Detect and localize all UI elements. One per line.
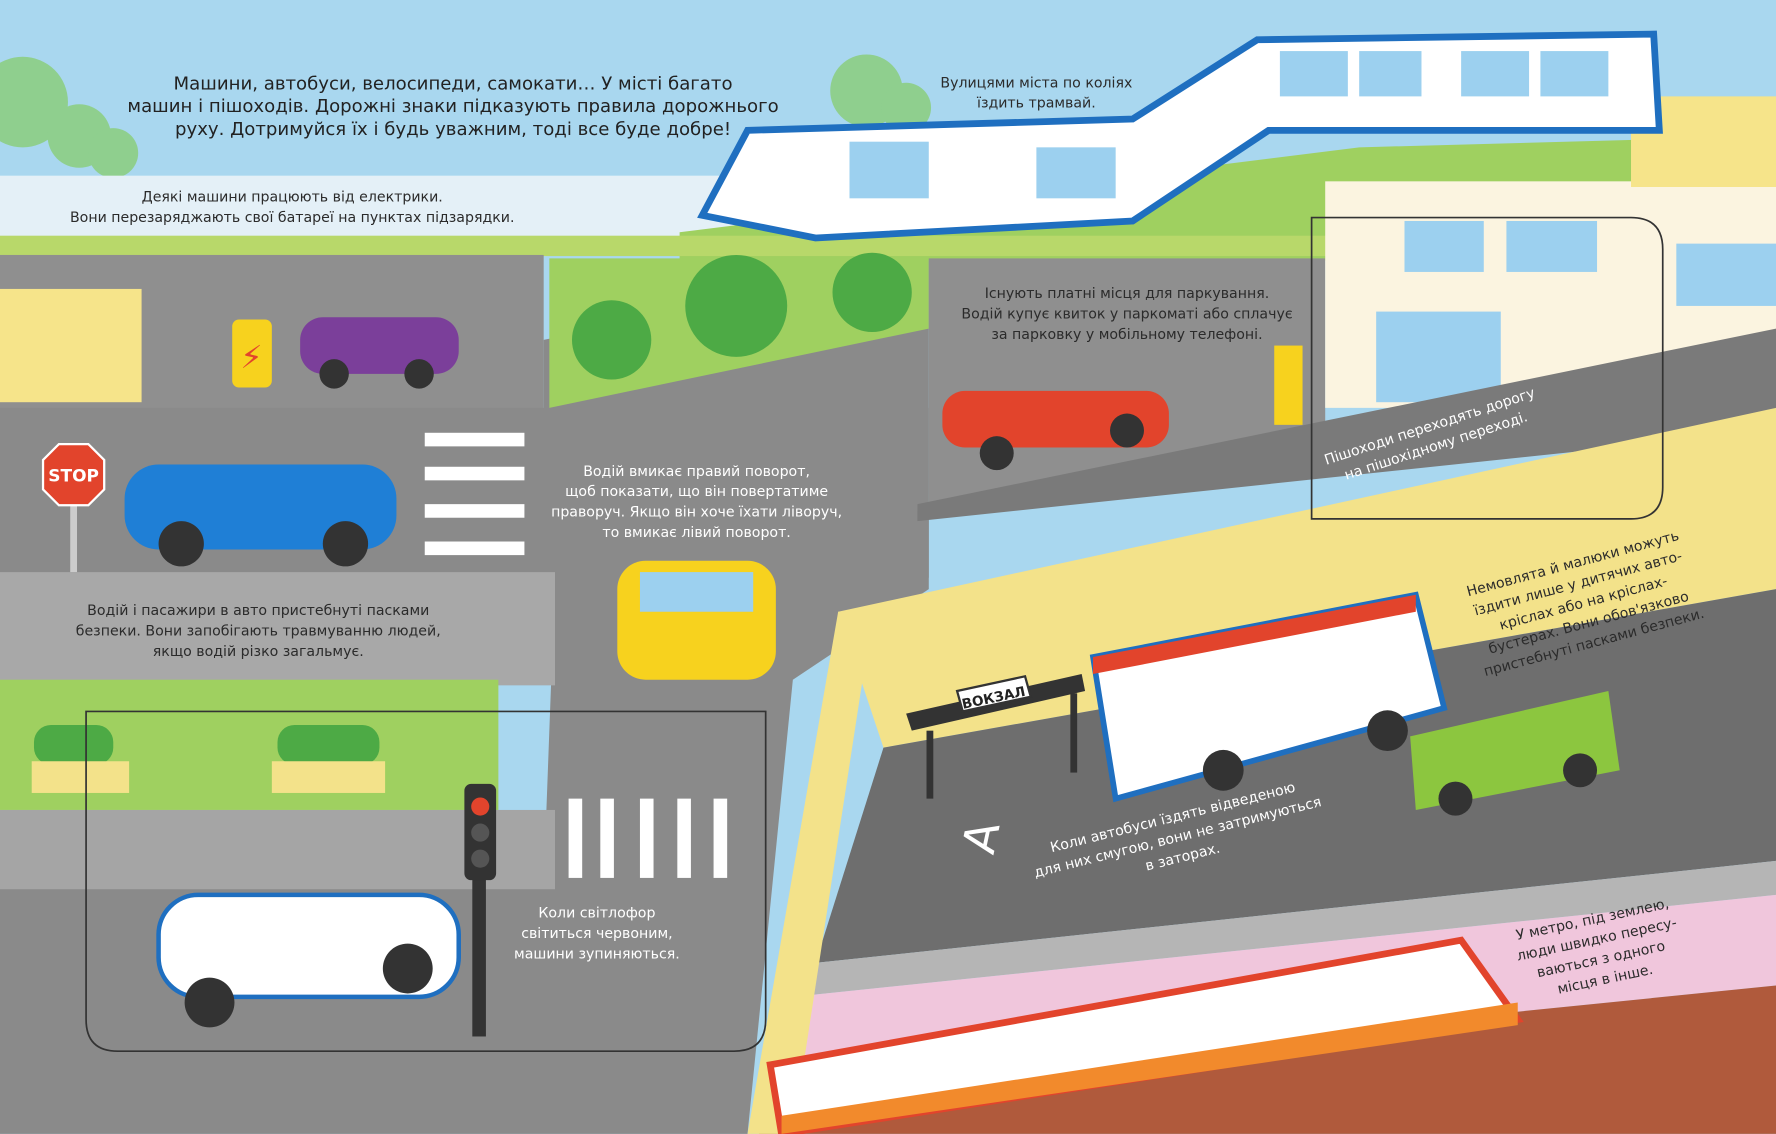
road-upper-right: [917, 328, 1776, 522]
flap-outline: [85, 710, 767, 1053]
yellow-car: [617, 560, 776, 680]
traffic-light: [464, 783, 497, 1037]
caption-line: Водій вмикає правий поворот,: [583, 464, 810, 480]
charger-bolt-icon: ⚡: [240, 340, 262, 376]
caption-turn-signal: Водій вмикає правий поворот, щоб показат…: [551, 464, 842, 541]
caption-line: їздить трамвай.: [976, 96, 1096, 112]
caption-tram: Вулицями міста по коліях їздить трамвай.: [940, 75, 1132, 111]
metro-train: [766, 936, 1524, 1134]
intro-line: машин і пішоходів. Дорожні знаки підказу…: [127, 96, 778, 117]
red-convertible: [942, 390, 1169, 471]
caption-line: Деякі машини працюють від електрики.: [142, 190, 443, 206]
overpass-wall: [838, 407, 1776, 748]
light-band: [0, 175, 737, 238]
caption-line: за парковку у мобільному телефоні.: [991, 327, 1262, 343]
caption-line: Водій і пасажири в авто пристебнуті паск…: [87, 603, 429, 619]
caption-line: Вулицями міста по коліях: [940, 75, 1132, 91]
green-car: [1410, 691, 1620, 816]
planter: [31, 761, 130, 793]
caption-line: світиться червоним,: [521, 926, 672, 942]
bus-lane-road: [815, 589, 1776, 963]
station-sign: [955, 674, 1033, 713]
charger: [232, 319, 272, 388]
intro-line: Машини, автобуси, велосипеди, самокати… …: [174, 74, 733, 95]
planter: [271, 761, 386, 793]
sidewalk: [0, 572, 555, 686]
intro-text: Машини, автобуси, велосипеди, самокати… …: [127, 74, 778, 140]
background-trees: [0, 54, 932, 178]
parking-meter: [1274, 345, 1303, 425]
caption-line: безпеки. Вони запобігають травмуванню лю…: [76, 624, 441, 640]
purple-car: [300, 317, 459, 389]
stop-sign-label: STOP: [48, 466, 99, 486]
caption-line: Водій купує квиток у паркоматі або сплач…: [961, 306, 1292, 322]
bus: [1089, 591, 1448, 803]
white-car: [156, 892, 461, 1028]
sidewalk-lower: [0, 809, 555, 890]
overpass-left-wall: [747, 611, 873, 1134]
bus-stop: ВОКЗАЛ: [906, 674, 1086, 799]
intro-line: руху. Дотримуйся їх і будь уважним, тоді…: [175, 119, 731, 140]
caption-electric: Деякі машини працюють від електрики. Вон…: [70, 190, 514, 226]
flap-outline: [1310, 216, 1664, 520]
caption-line: праворуч. Якщо він хоче їхати ліворуч,: [551, 505, 842, 521]
building-window: [1404, 220, 1484, 272]
caption-line: Коли світлофор: [538, 906, 655, 922]
building-window: [1506, 220, 1598, 272]
caption-line: то вмикає лівий поворот.: [602, 525, 790, 541]
blue-car: [124, 464, 397, 567]
caption-traffic-light: Коли світлофор світиться червоним, машин…: [514, 906, 680, 963]
building-door: [1376, 311, 1501, 403]
charging-building: [0, 288, 142, 403]
caption-line: Вони перезаряджають свої батареї на пунк…: [70, 210, 514, 226]
bushes: [33, 252, 912, 765]
building-window: [1676, 243, 1776, 306]
caption-line: Існують платні місця для паркування.: [985, 286, 1269, 302]
stop-sign: STOP: [41, 442, 106, 573]
caption-line: якщо водій різко загальмує.: [153, 644, 364, 660]
caption-line: щоб показати, що він повертатиме: [565, 484, 828, 500]
caption-seatbelts: Водій і пасажири в авто пристебнуті паск…: [76, 603, 441, 660]
red-light: [471, 797, 490, 816]
caption-parking: Існують платні місця для паркування. Вод…: [961, 286, 1292, 343]
tram: [697, 30, 1663, 242]
zebra-crossing: [424, 432, 728, 878]
caption-line: машини зупиняються.: [514, 946, 680, 962]
road-divider: [792, 860, 1776, 997]
